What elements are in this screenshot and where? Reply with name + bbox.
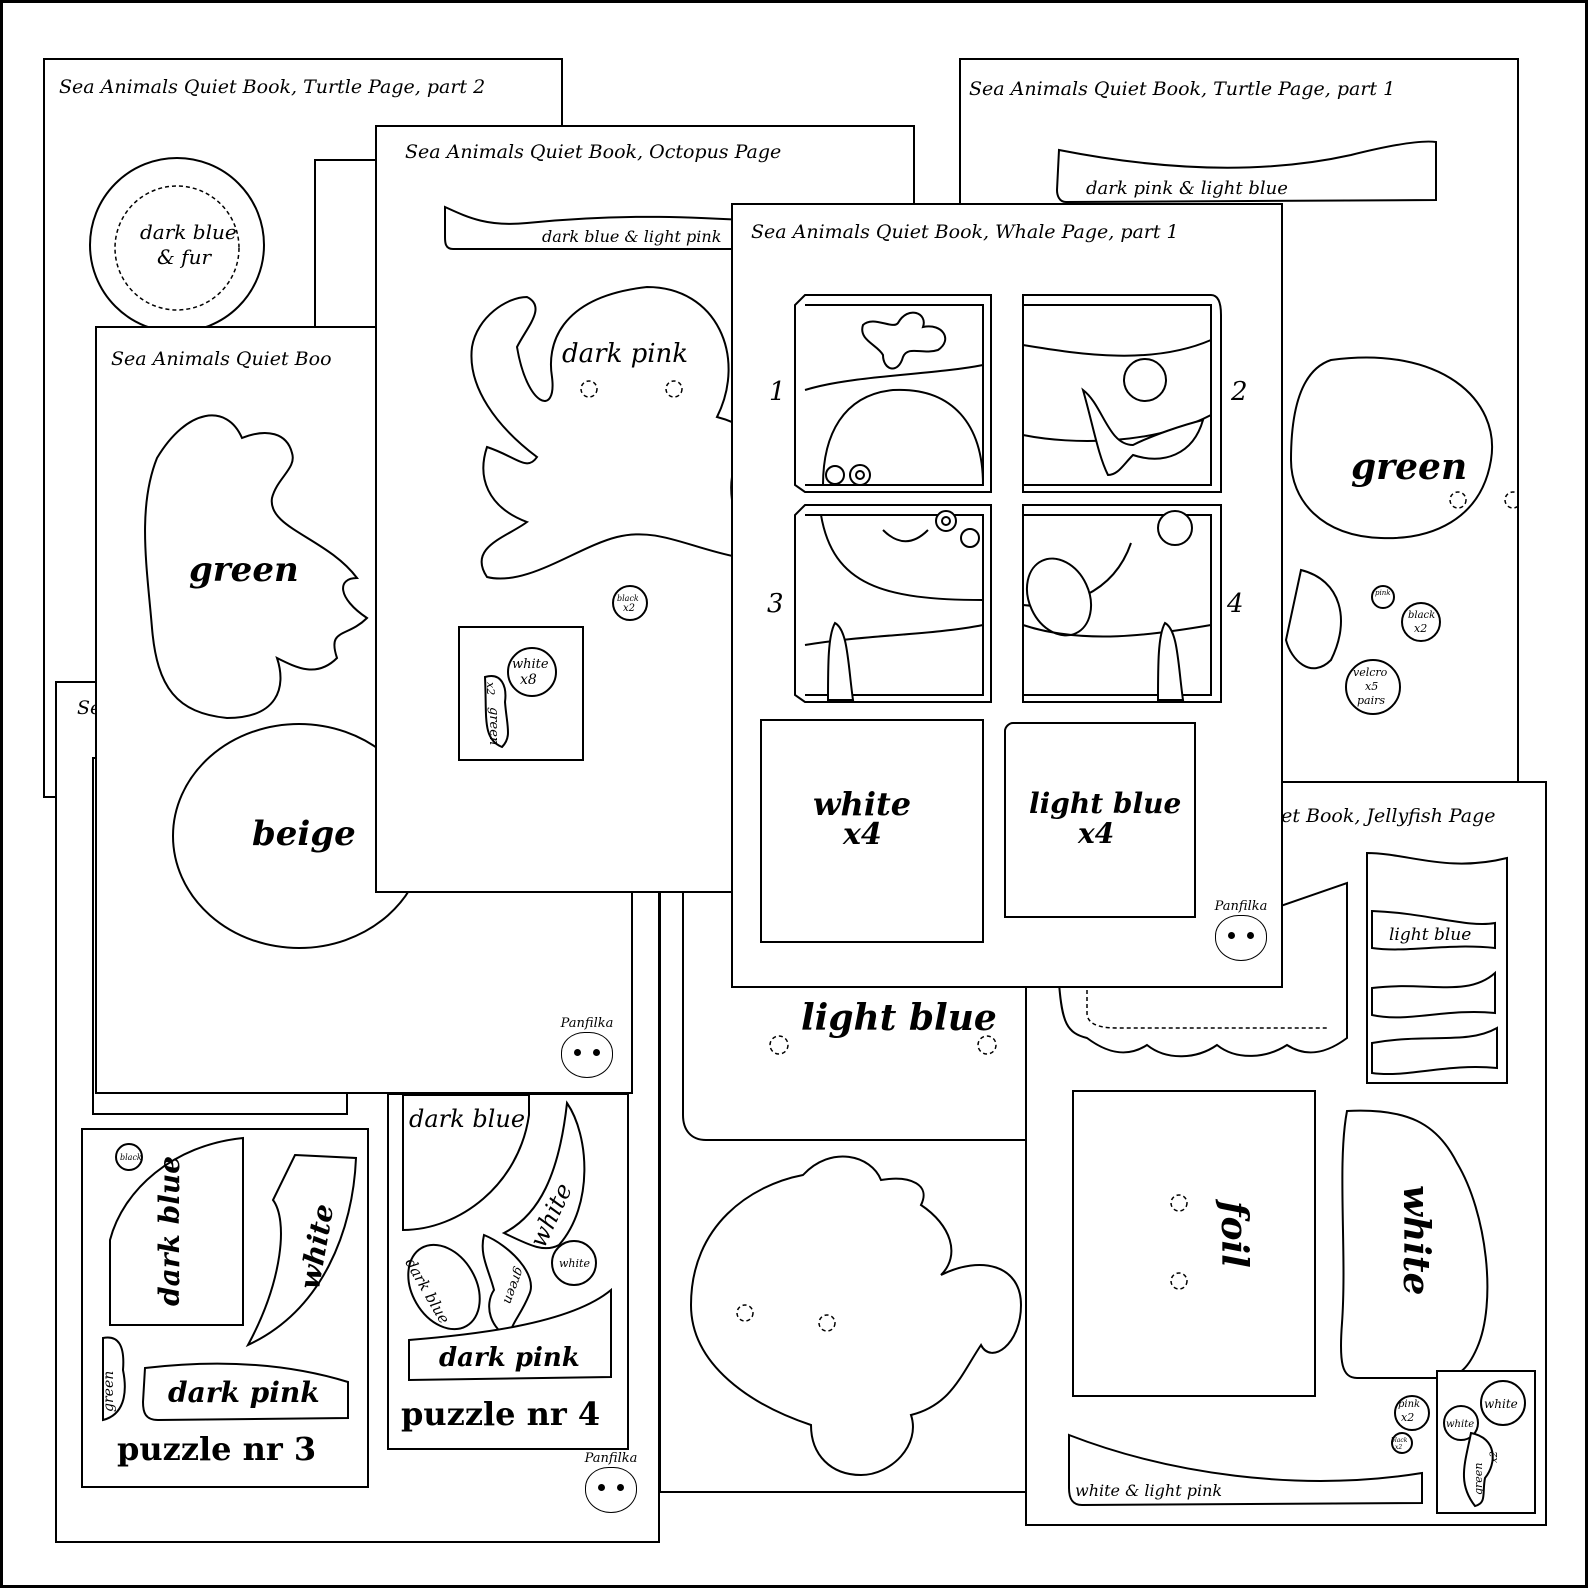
circle-label-1: dark blue bbox=[140, 220, 237, 244]
green-count: x2 bbox=[1489, 1450, 1500, 1463]
shell-label: green bbox=[1351, 446, 1468, 488]
strip-label: white & light pink bbox=[1075, 1481, 1223, 1500]
fish-shapes bbox=[682, 785, 1057, 1477]
logo-text: Panfilka bbox=[584, 1451, 638, 1466]
dark-blue-label: dark blue bbox=[153, 1155, 186, 1306]
sheet-title: Sea Animals Quiet Book, Octopus Page bbox=[405, 141, 782, 163]
white-label: white bbox=[1395, 1185, 1437, 1296]
white-label: white bbox=[813, 785, 912, 823]
velcro-3: pairs bbox=[1357, 694, 1386, 707]
puzzle-caption: puzzle nr 3 bbox=[117, 1430, 317, 1468]
whale-sheet: Sea Animals Quiet Book, Whale Page, part… bbox=[731, 203, 1283, 988]
panfilka-logo: Panfilka bbox=[547, 1016, 627, 1078]
logo-text: Panfilka bbox=[560, 1016, 614, 1031]
black-count: x2 bbox=[1414, 622, 1428, 635]
green-label: green bbox=[189, 550, 299, 590]
puzzle-number-1: 1 bbox=[769, 377, 786, 407]
green-label: green bbox=[1472, 1462, 1485, 1495]
white-count: x4 bbox=[843, 817, 882, 852]
sheet-title: Sea Animals Quiet Boo bbox=[111, 348, 332, 370]
puzzle3-sheet: black dark blue white green dark pink pu… bbox=[81, 1128, 369, 1488]
logo-text: Panfilka bbox=[1214, 899, 1268, 914]
pink-label: pink bbox=[1375, 589, 1391, 597]
light-blue-label: light blue bbox=[1029, 787, 1182, 820]
green-beige-shapes bbox=[144, 414, 426, 949]
velcro-1: velcro bbox=[1353, 666, 1388, 679]
fox-icon bbox=[585, 1467, 637, 1513]
foil-label: foil bbox=[1213, 1201, 1255, 1268]
black-label: black bbox=[1408, 610, 1436, 621]
panfilka-logo: Panfilka bbox=[1201, 899, 1281, 961]
whale-puzzle-shapes bbox=[760, 294, 1222, 943]
light-blue-label: light blue bbox=[801, 997, 997, 1039]
circle-label-2: & fur bbox=[157, 245, 212, 269]
puzzle-number-3: 3 bbox=[767, 589, 784, 619]
black-count: x2 bbox=[1395, 1444, 1403, 1451]
puzzle4-shapes bbox=[402, 1095, 612, 1382]
pink-count: x2 bbox=[1401, 1411, 1415, 1424]
white-circle-2: white bbox=[1446, 1419, 1475, 1430]
green-label: green bbox=[101, 1370, 117, 1412]
sheet-title: iet Book, Jellyfish Page bbox=[1275, 805, 1496, 827]
black-count: x2 bbox=[623, 603, 636, 614]
strip-label: dark blue & light pink bbox=[542, 227, 722, 246]
puzzle-caption: puzzle nr 4 bbox=[401, 1395, 601, 1433]
light-blue-count: x4 bbox=[1078, 817, 1115, 850]
puzzle3-shapes bbox=[102, 1136, 358, 1422]
pink-label: pink bbox=[1398, 1399, 1421, 1410]
sheet-title: Sea Animals Quiet Book, Turtle Page, par… bbox=[969, 78, 1396, 100]
beige-label: beige bbox=[252, 814, 356, 854]
white-circle-1: white bbox=[1484, 1397, 1518, 1411]
fox-icon bbox=[1215, 915, 1267, 961]
dark-pink-label: dark pink bbox=[439, 1343, 580, 1373]
octopus-shapes bbox=[444, 205, 798, 761]
white-count: x8 bbox=[520, 672, 537, 688]
puzzle4-sheet: dark blue white white dark blue green da… bbox=[387, 1093, 629, 1450]
fish-sheet: light blue bbox=[659, 783, 1059, 1493]
sheet-title: Sea Animals Quiet Book, Whale Page, part… bbox=[751, 221, 1179, 243]
body-label: dark pink bbox=[562, 339, 689, 369]
green-label: green bbox=[486, 707, 501, 746]
jellyfish-shapes bbox=[1057, 851, 1536, 1514]
turtle-shapes bbox=[1055, 140, 1517, 715]
white-label: white bbox=[512, 657, 549, 672]
dark-blue-label: dark blue bbox=[409, 1105, 526, 1133]
puzzle-number-2: 2 bbox=[1231, 377, 1248, 407]
light-blue-label: light blue bbox=[1389, 925, 1472, 945]
black-label: black bbox=[120, 1153, 142, 1162]
sheet-title: Sea Animals Quiet Book, Turtle Page, par… bbox=[59, 76, 486, 98]
panfilka-logo: Panfilka bbox=[571, 1451, 651, 1513]
strip-label: dark pink & light blue bbox=[1086, 178, 1288, 199]
green-count: x2 bbox=[484, 682, 497, 696]
velcro-2: x5 bbox=[1365, 680, 1379, 693]
black-label: black bbox=[1391, 1437, 1408, 1444]
white-circle-label: white bbox=[559, 1257, 590, 1270]
dark-pink-label: dark pink bbox=[168, 1376, 320, 1409]
fox-icon bbox=[561, 1032, 613, 1078]
puzzle-number-4: 4 bbox=[1227, 589, 1244, 619]
black-label: black bbox=[617, 594, 639, 603]
